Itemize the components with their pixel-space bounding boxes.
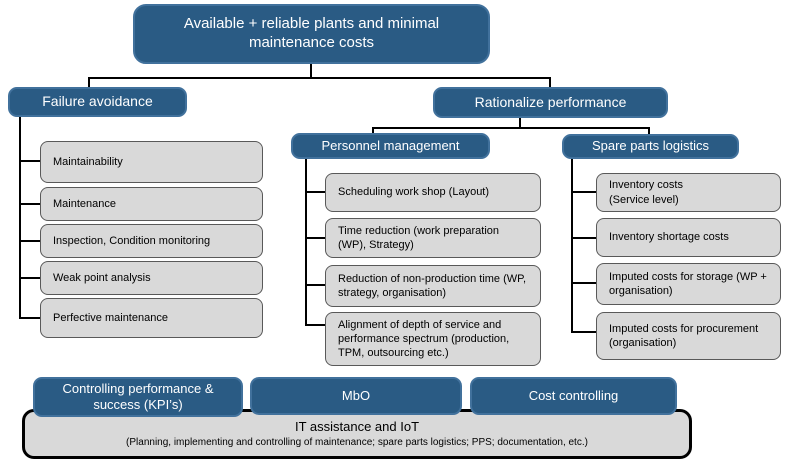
connector-line bbox=[19, 277, 41, 279]
it-assistance-title: IT assistance and IoT bbox=[294, 419, 420, 435]
root-goal-node: Available + reliable plants and minimal … bbox=[133, 4, 490, 64]
leaf-imputed-costs-procurement: Imputed costs for procurement (organisat… bbox=[596, 312, 781, 360]
connector-line bbox=[372, 127, 374, 135]
connector-line bbox=[571, 237, 597, 239]
connector-line bbox=[19, 317, 41, 319]
connector-line bbox=[571, 282, 597, 284]
connector-line bbox=[19, 160, 41, 162]
connector-line bbox=[88, 77, 551, 79]
leaf-maintenance: Maintenance bbox=[40, 187, 263, 221]
branch-personnel-management: Personnel management bbox=[291, 133, 490, 159]
leaf-time-reduction: Time reduction (work preparation (WP), S… bbox=[325, 218, 541, 258]
connector-line bbox=[19, 203, 41, 205]
connector-line bbox=[305, 324, 326, 326]
leaf-inspection-condition-monitoring: Inspection, Condition monitoring bbox=[40, 224, 263, 258]
connector-line bbox=[519, 118, 521, 129]
connector-line bbox=[88, 77, 90, 88]
leaf-alignment-depth-of-service: Alignment of depth of service and perfor… bbox=[325, 312, 541, 366]
leaf-weak-point-analysis: Weak point analysis bbox=[40, 261, 263, 295]
bottom-mbo: MbO bbox=[250, 377, 462, 415]
leaf-imputed-costs-storage: Imputed costs for storage (WP + organisa… bbox=[596, 263, 781, 305]
leaf-reduction-non-production-time: Reduction of non-production time (WP, st… bbox=[325, 265, 541, 307]
it-assistance-subtitle: (Planning, implementing and controlling … bbox=[126, 437, 588, 448]
branch-rationalize-performance: Rationalize performance bbox=[433, 87, 668, 118]
connector-line bbox=[549, 77, 551, 88]
connector-line bbox=[310, 64, 312, 79]
bottom-controlling-performance: Controlling performance & success (KPI’s… bbox=[33, 377, 243, 417]
connector-line bbox=[305, 284, 326, 286]
connector-line bbox=[305, 158, 307, 326]
branch-spare-parts-logistics: Spare parts logistics bbox=[562, 134, 739, 159]
connector-line bbox=[571, 159, 573, 333]
connector-line bbox=[305, 237, 326, 239]
leaf-inventory-shortage-costs: Inventory shortage costs bbox=[596, 218, 781, 257]
connector-line bbox=[19, 240, 41, 242]
branch-failure-avoidance: Failure avoidance bbox=[8, 87, 187, 117]
bottom-cost-controlling: Cost controlling bbox=[470, 377, 677, 415]
leaf-maintainability: Maintainability bbox=[40, 141, 263, 183]
connector-line bbox=[19, 117, 21, 319]
connector-line bbox=[305, 191, 326, 193]
leaf-inventory-costs: Inventory costs (Service level) bbox=[596, 173, 781, 212]
connector-line bbox=[571, 331, 597, 333]
connector-line bbox=[648, 127, 650, 136]
leaf-scheduling-work-shop: Scheduling work shop (Layout) bbox=[325, 173, 541, 212]
connector-line bbox=[372, 127, 650, 129]
leaf-perfective-maintenance: Perfective maintenance bbox=[40, 298, 263, 338]
connector-line bbox=[571, 191, 597, 193]
